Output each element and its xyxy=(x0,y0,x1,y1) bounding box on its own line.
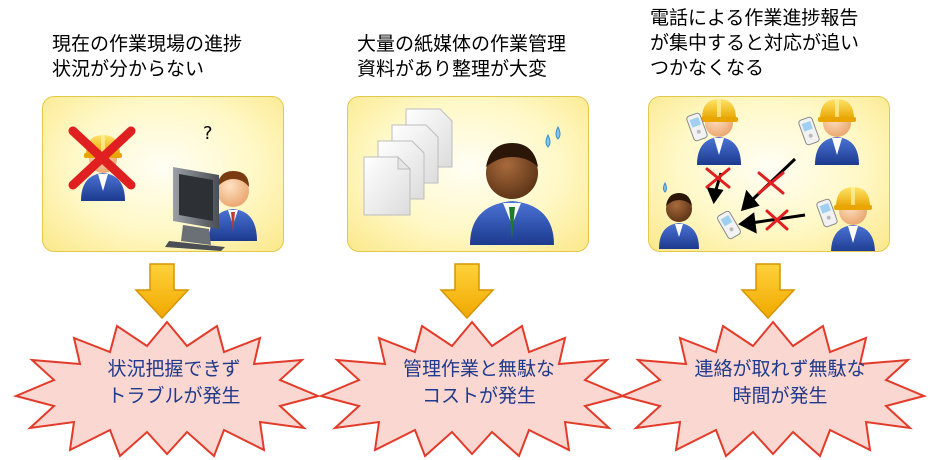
problem-caption: 現在の作業現場の進捗 状況が分からない xyxy=(52,33,243,80)
question-mark: ? xyxy=(203,123,213,144)
illustration-panel: ? xyxy=(42,96,284,252)
down-arrow-icon xyxy=(740,263,796,320)
problem-caption: 電話による作業進捗報告 が集中すると対応が追い つかなくなる xyxy=(650,7,860,79)
starburst-icon xyxy=(12,320,322,458)
mobile-phone-icon xyxy=(797,115,821,147)
starburst-icon xyxy=(317,320,627,458)
mobile-phone-icon xyxy=(815,197,839,229)
down-arrow-icon xyxy=(134,263,190,320)
red-x-icon xyxy=(705,167,789,231)
sweat-drops-icon xyxy=(545,125,561,148)
documents-icon xyxy=(363,108,453,216)
problem-caption: 大量の紙媒体の作業管理 資料があり整理が大変 xyxy=(357,33,567,80)
starburst-icon xyxy=(618,320,928,458)
worker-helmet-icon xyxy=(815,99,859,165)
desk-person-icon xyxy=(209,171,257,241)
problem-column-3: 電話による作業進捗報告 が集中すると対応が追い つかなくなる xyxy=(618,0,928,460)
worker-helmet-icon xyxy=(831,187,875,251)
problem-column-2: 大量の紙媒体の作業管理 資料があり整理が大変 xyxy=(317,0,627,460)
computer-monitor-icon xyxy=(165,167,225,251)
result-text: 管理作業と無駄な コストが発生 xyxy=(402,358,555,407)
problem-column-1: 現在の作業現場の進捗 状況が分からない ? xyxy=(12,0,322,460)
result-text: 連絡が取れず無駄な 時間が発生 xyxy=(694,358,866,407)
result-text: 状況把握できず トラブルが発生 xyxy=(107,358,241,407)
illustration-panel xyxy=(648,96,890,252)
illustration-panel xyxy=(347,96,589,252)
sweating-person-icon xyxy=(659,181,699,249)
sweating-person-icon xyxy=(470,143,554,245)
down-arrow-icon xyxy=(439,263,495,320)
red-x-icon xyxy=(68,126,136,190)
mobile-phone-icon xyxy=(715,209,743,241)
